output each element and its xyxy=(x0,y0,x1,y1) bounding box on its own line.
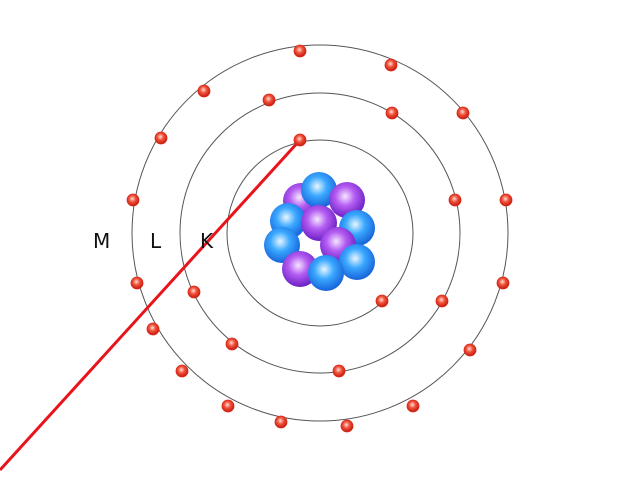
neutron xyxy=(339,244,375,280)
electron xyxy=(384,58,398,72)
electron xyxy=(332,364,346,378)
shell-label-l: L xyxy=(150,229,162,253)
electron xyxy=(385,106,399,120)
shell-orbit-m xyxy=(131,44,509,422)
shell-orbit-k xyxy=(226,139,414,327)
shell-orbit-l xyxy=(179,92,461,374)
electron xyxy=(146,322,160,336)
electron xyxy=(175,364,189,378)
electron xyxy=(197,84,211,98)
electron xyxy=(496,276,510,290)
electron xyxy=(463,343,477,357)
electron xyxy=(274,415,288,429)
electron xyxy=(448,193,462,207)
neutron xyxy=(308,255,344,291)
incoming-ray xyxy=(0,138,302,472)
electron xyxy=(456,106,470,120)
electron xyxy=(126,193,140,207)
electron xyxy=(406,399,420,413)
electron xyxy=(225,337,239,351)
shell-label-k: K xyxy=(200,229,214,253)
neutron xyxy=(301,172,337,208)
electron xyxy=(187,285,201,299)
proton xyxy=(329,182,365,218)
electron xyxy=(221,399,235,413)
shell-label-m: M xyxy=(93,229,111,253)
electron xyxy=(293,44,307,58)
electron xyxy=(130,276,144,290)
electron xyxy=(293,133,307,147)
electron xyxy=(262,93,276,107)
electron xyxy=(375,294,389,308)
electron xyxy=(340,419,354,433)
electron xyxy=(154,131,168,145)
electron xyxy=(435,294,449,308)
electron xyxy=(499,193,513,207)
